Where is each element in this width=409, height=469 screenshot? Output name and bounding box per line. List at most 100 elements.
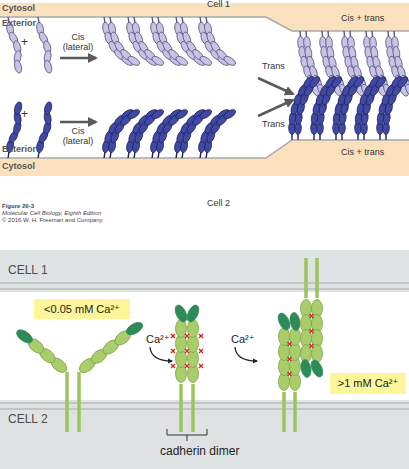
cadherin (156, 17, 189, 67)
cadherin-domain (325, 83, 337, 98)
cadherin-domain (109, 129, 120, 144)
cadherin-domain (132, 22, 141, 36)
cadherin-stem (385, 133, 386, 140)
ion-label: Ca²⁺ (146, 333, 170, 345)
cadherin-domain (366, 55, 376, 69)
cadherin-domain (127, 129, 138, 144)
cadherin-domain (89, 346, 110, 366)
cadherin-domain (354, 83, 366, 98)
cadherin (6, 101, 23, 158)
cadherin-stem (335, 133, 336, 140)
cadherin-domain (404, 83, 409, 98)
cadherin-domain (295, 111, 303, 125)
cadherin-domain (324, 75, 337, 89)
cadherin-domain (372, 74, 383, 89)
cadherin-stem (179, 384, 183, 432)
cadherin-stem (182, 151, 183, 158)
cadherin-domain (328, 55, 338, 69)
cadherin-stem (110, 17, 111, 24)
cadherin-domain (333, 111, 341, 125)
cadherin-domain (317, 111, 325, 125)
cadherin-domain (126, 139, 135, 153)
cadherin-domain (198, 22, 207, 36)
cadherin-domain (385, 36, 393, 50)
cadherin (311, 75, 338, 140)
cadherin-domain (361, 122, 368, 135)
cadherin-domain (347, 83, 359, 98)
cadherin-domain (341, 36, 349, 50)
cadherin-domain (143, 48, 157, 62)
cadherin-domain (388, 55, 398, 69)
cadherin-domain (398, 83, 409, 98)
cadherin-stem (387, 31, 389, 38)
cadherin-domain (174, 22, 183, 36)
cadherin (289, 75, 316, 140)
cadherin-domain (102, 22, 111, 36)
cadherin-domain (42, 121, 52, 135)
cadherin-domain (290, 101, 300, 115)
cadherin-domain (179, 40, 192, 54)
cadherin-domain (370, 46, 379, 60)
cadherin-domain (308, 65, 319, 79)
cadherin-stem (134, 151, 135, 158)
calcium-ion (185, 364, 189, 368)
calcium-ion (171, 349, 175, 353)
cadherin-domain (334, 101, 344, 115)
cadherin (180, 108, 213, 158)
cadherin-domain (103, 129, 114, 144)
cadherin-stem (152, 151, 153, 158)
cadherin-domain (161, 48, 175, 62)
cadherin-domain (315, 92, 326, 107)
binding-label: Cis + trans (341, 14, 384, 24)
cadherin-domain (295, 122, 302, 135)
cadherin-stem (304, 258, 308, 298)
cadherin-domain (290, 358, 301, 376)
cadherin-domain (319, 83, 331, 98)
cadherin-domain (180, 22, 189, 36)
cadherin-stem (110, 151, 111, 158)
cadherin-domain (174, 55, 189, 67)
band-outline (0, 135, 409, 215)
cadherin-domain (137, 121, 150, 135)
cadherin-domain (302, 65, 313, 79)
calcium-ion (288, 342, 292, 346)
membrane-line (0, 140, 409, 158)
cadherin-domain (13, 111, 22, 125)
cadherin (198, 17, 231, 67)
ion-label: Ca²⁺ (231, 333, 255, 345)
cadherin-domain (394, 55, 404, 69)
cadherin (369, 31, 394, 98)
cadherin-domain (181, 129, 192, 144)
cadherin-domain (176, 365, 187, 383)
calcium-ion (171, 334, 175, 338)
cadherin-domain (209, 48, 223, 62)
cadherin-domain (109, 31, 120, 46)
process-arrow (60, 121, 96, 124)
cadherin-domain (304, 46, 313, 60)
cadherin-domain (107, 40, 120, 54)
cadherin-domain (151, 129, 162, 144)
cadherin-domain (381, 92, 392, 107)
cadherin-domain (346, 65, 357, 79)
cadherin-domain (205, 31, 216, 46)
calcium-ion (185, 334, 189, 338)
cadherin (204, 17, 237, 67)
cadherin-domain (310, 83, 322, 98)
cadherin-domain (204, 22, 213, 36)
cadherin (126, 17, 159, 67)
cadherin-domain (199, 31, 210, 46)
cadherin-stem (293, 392, 297, 432)
cadherin-domain (6, 139, 15, 153)
cadherin-domain (390, 75, 403, 89)
cadherin-domain (342, 46, 351, 60)
cadherin-stem (104, 17, 105, 24)
membrane-line (0, 402, 409, 403)
cadherin (325, 31, 350, 98)
cadherin (377, 75, 404, 140)
cadherin-domain (334, 74, 345, 89)
cadherin-domain (215, 113, 229, 127)
cadherin-tip (14, 327, 34, 345)
cadherin-domain (347, 36, 355, 50)
cadherin-stem (158, 151, 159, 158)
